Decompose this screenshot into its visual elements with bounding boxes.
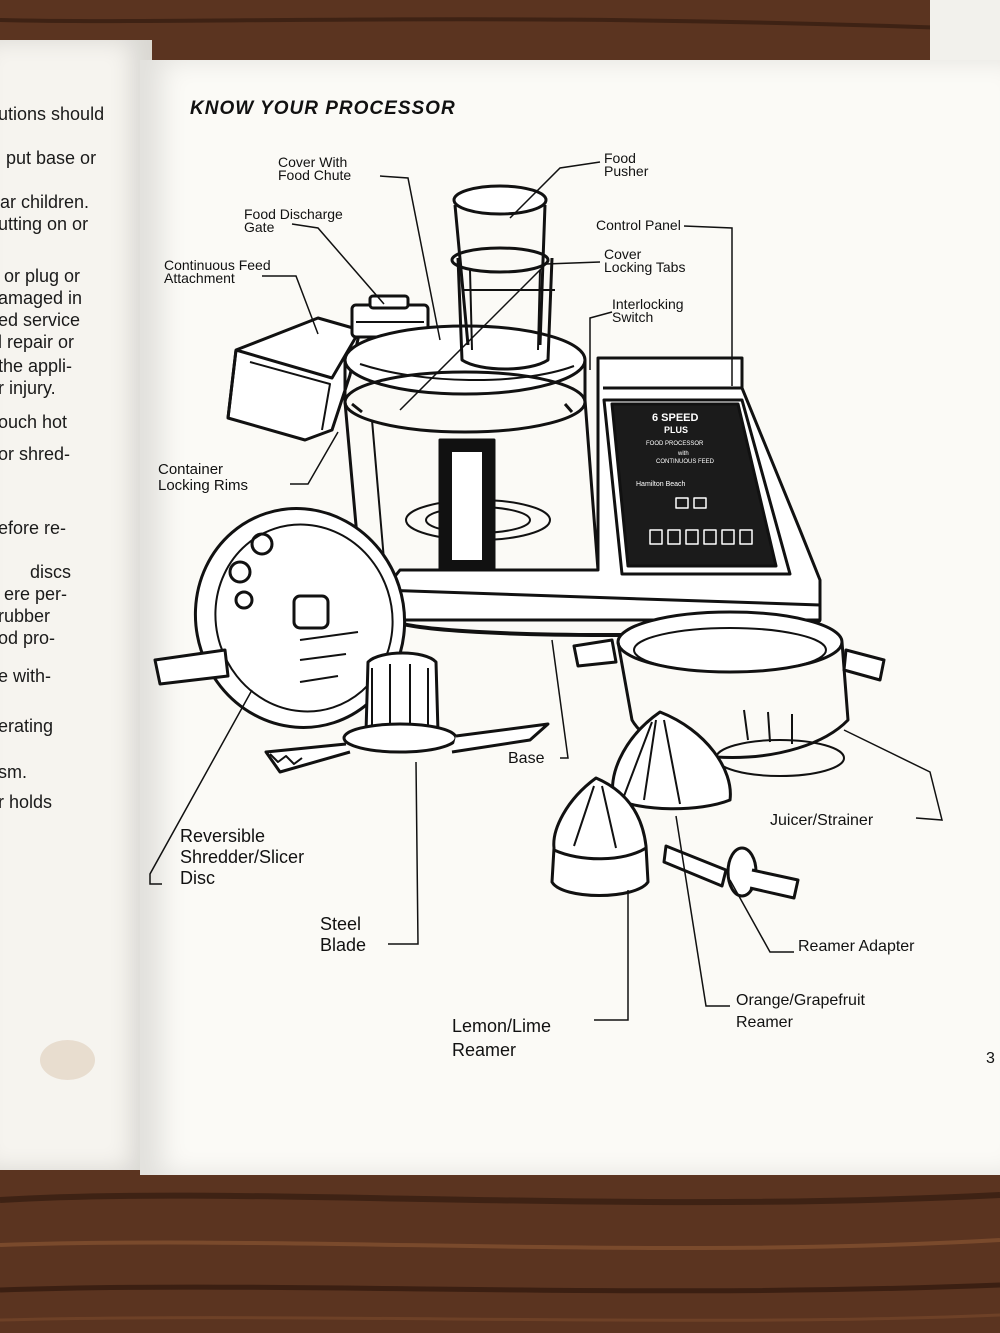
orange-reamer xyxy=(611,710,732,811)
left-text-line: or shred- xyxy=(0,444,71,464)
panel-product-name: FOOD PROCESSOR xyxy=(646,441,704,447)
food-pusher xyxy=(450,184,555,371)
container-bowl xyxy=(343,399,600,594)
left-page: utions should put base or ar children. u… xyxy=(0,40,152,1170)
left-text-line: l repair or xyxy=(0,332,75,352)
panel-feature: CONTINUOUS FEED xyxy=(656,459,715,465)
left-text-line: efore re- xyxy=(0,518,67,538)
left-text-line: ouch hot xyxy=(0,412,68,432)
left-text-line: utting on or xyxy=(0,214,89,234)
reamer-adapter xyxy=(662,844,800,900)
lemon-reamer xyxy=(550,776,650,897)
steel-blade xyxy=(264,651,550,774)
label-control-panel: Control Panel xyxy=(596,217,681,233)
label-food-pusher: Food Pusher xyxy=(604,150,649,179)
left-text-line: ed service xyxy=(0,310,81,330)
label-continuous-feed: Continuous Feed Attachment xyxy=(164,257,271,286)
panel-brand-line1: 6 SPEED xyxy=(652,412,699,424)
label-steel-blade: Steel Blade xyxy=(320,914,367,955)
left-text-line: put base or xyxy=(6,148,97,168)
left-text-line: the appli- xyxy=(0,356,73,376)
left-text-line: ere per- xyxy=(4,584,68,604)
label-reamer-adapter: Reamer Adapter xyxy=(798,938,915,955)
left-text-line: od pro- xyxy=(0,628,56,648)
shredder-slicer-disc xyxy=(153,507,407,729)
page-number: 3 xyxy=(986,1050,995,1067)
label-juicer-strainer: Juicer/Strainer xyxy=(770,812,874,829)
left-text-line: amaged in xyxy=(0,288,83,308)
label-base: Base xyxy=(508,750,545,767)
left-text-line: sm. xyxy=(0,762,27,782)
panel-brand-line2: PLUS xyxy=(664,425,689,435)
label-food-discharge-gate: Food Discharge Gate xyxy=(244,206,343,235)
label-container-locking-rims: Container Locking Rims xyxy=(158,461,249,494)
label-interlocking-switch: Interlocking Switch xyxy=(612,296,684,325)
left-text-line: ar children. xyxy=(0,192,90,212)
left-text-line: discs xyxy=(30,562,72,582)
left-text-line: rubber xyxy=(0,606,51,626)
left-text-line: utions should xyxy=(0,104,105,124)
left-text-line: erating xyxy=(0,716,54,736)
page-stain xyxy=(40,1040,95,1080)
left-text-line: e with- xyxy=(0,666,52,686)
processor-cover xyxy=(343,324,587,434)
panel-maker: Hamilton Beach xyxy=(636,481,686,488)
label-orange-grapefruit-reamer: Orange/Grapefruit Reamer xyxy=(736,992,865,1031)
left-text-line: r holds xyxy=(0,792,53,812)
label-shredder-slicer-disc: Reversible Shredder/Slicer Disc xyxy=(180,826,305,888)
label-cover-locking-tabs: Cover Locking Tabs xyxy=(604,246,686,275)
control-buttons xyxy=(649,497,753,545)
left-text-line: or plug or xyxy=(4,266,81,286)
continuous-feed-attachment xyxy=(226,316,362,442)
label-cover-food-chute: Cover With Food Chute xyxy=(278,154,352,183)
page-title: KNOW YOUR PROCESSOR xyxy=(190,98,456,119)
juicer-strainer xyxy=(572,610,886,777)
label-lemon-lime-reamer: Lemon/Lime Reamer xyxy=(452,1016,552,1060)
left-text-line: r injury. xyxy=(0,378,56,398)
panel-with: with xyxy=(678,451,689,457)
